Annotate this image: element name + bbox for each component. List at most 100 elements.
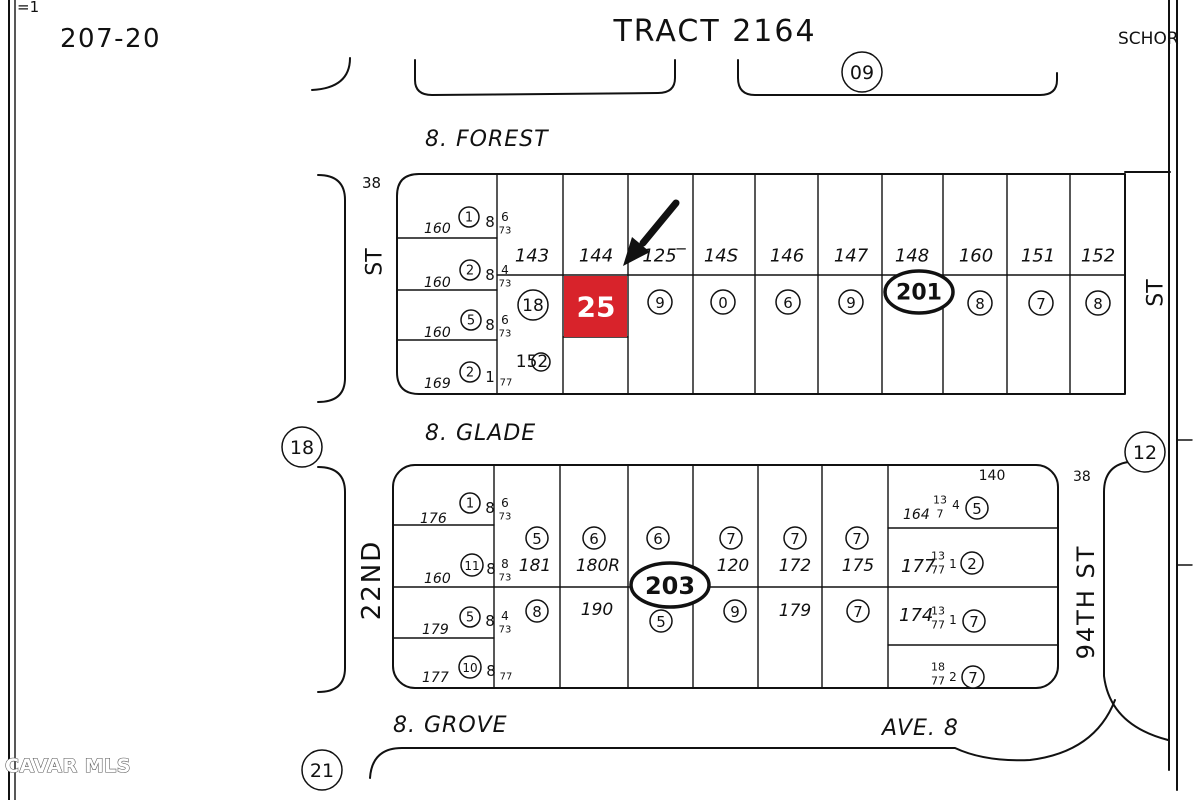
corner-distance: 38 — [362, 174, 381, 192]
lot-circle — [459, 361, 481, 383]
street-grove: 8. GROVE — [393, 713, 508, 738]
parcel-number: 143 — [515, 246, 549, 267]
lot-number: 8 — [1093, 295, 1103, 313]
lot-number: 5 — [466, 611, 474, 626]
lot-width: 160 — [424, 325, 451, 341]
block-oval — [629, 561, 711, 609]
parcel-number: 152 — [1081, 246, 1115, 267]
lot-number: 5 — [972, 500, 982, 518]
lot-circle — [458, 655, 482, 679]
lot-code: 4 — [952, 498, 960, 512]
lot-circle — [460, 553, 484, 577]
block-201-side-lots: 160 1 8 6 73 160 2 8 4 73 160 5 8 6 73 1… — [424, 206, 512, 392]
lot-fraction-top: 13 — [933, 494, 947, 507]
lot-circle — [775, 289, 801, 315]
lot-number: 6 — [589, 530, 599, 548]
lot-circle — [582, 526, 606, 550]
lot-width: 160 — [424, 571, 451, 587]
parcel-number: 144 — [579, 246, 613, 267]
road-curve-east — [1103, 461, 1169, 741]
arrow-pointer-icon — [623, 199, 680, 266]
lot-code: 8 — [485, 213, 495, 231]
lot-fraction-top: 13 — [931, 550, 945, 563]
block-203-lot-lines — [392, 464, 1059, 689]
lot-circle — [1085, 290, 1111, 316]
lot-number: 0 — [718, 294, 728, 312]
lot-circle — [525, 599, 549, 623]
street-glade: 8. GLADE — [425, 421, 536, 446]
lot-fraction-bottom: 73 — [499, 512, 512, 523]
block-203-outline — [392, 464, 1059, 689]
lot-number: 1 — [466, 497, 474, 512]
block-oval — [883, 269, 955, 315]
lot-number: 5 — [532, 530, 542, 548]
street-avenue: AVE. 8 — [880, 716, 959, 741]
lot-number: 9 — [655, 294, 665, 312]
parcel-number: 120 — [717, 556, 749, 576]
subject-parcel-highlight — [564, 276, 627, 337]
lot-code: 1 — [485, 368, 495, 386]
lot-fraction-top: 6 — [501, 496, 509, 510]
lot-circle — [646, 526, 670, 550]
lot-circle — [723, 599, 747, 623]
lot-width: 177 — [901, 556, 936, 577]
lot-fraction-top: 13 — [931, 605, 945, 618]
lot-circle — [783, 526, 807, 550]
parcel-number: 160 — [959, 246, 993, 267]
map-ref-left: 18 — [281, 426, 323, 468]
map-ref-circle — [1124, 431, 1166, 473]
lot-fraction-bottom: 73 — [499, 329, 512, 340]
lot-number: 7 — [790, 530, 800, 548]
lot-number: 6 — [783, 294, 793, 312]
lot-number: 9 — [846, 294, 856, 312]
lot-circle — [845, 526, 869, 550]
lot-code: 1 — [949, 557, 957, 571]
lot-code: 1 — [949, 613, 957, 627]
tract-bracket — [414, 59, 676, 96]
parcel-number: 125‾ — [642, 246, 686, 267]
lot-number: 7 — [1036, 295, 1046, 313]
block-203-side-lots: 176 1 8 6 73 160 11 8 8 73 179 5 8 4 73 … — [420, 492, 512, 686]
lot-number: 1 — [465, 211, 473, 226]
lot-number: 2 — [466, 366, 474, 381]
block-201-outline — [396, 173, 1126, 395]
mls-watermark: CAVAR MLS — [5, 755, 131, 777]
lot-fraction-bottom: 73 — [499, 573, 512, 584]
parcel-number: 140 — [979, 468, 1006, 484]
lot-circle — [459, 606, 481, 628]
lot-number: 7 — [853, 603, 863, 621]
lot-code: 8 — [486, 560, 496, 578]
parcel-number: 180R — [576, 556, 620, 576]
tract-bracket — [737, 59, 1058, 96]
lot-width: 179 — [422, 622, 449, 638]
parcel-number: 172 — [779, 556, 811, 576]
arrow-head — [623, 237, 650, 266]
lot-circle — [710, 289, 736, 315]
lot-code: 2 — [949, 670, 957, 684]
lot-fraction-bottom: 73 — [499, 279, 512, 290]
parcel-number: 14S — [704, 246, 738, 267]
tract-title: TRACT 2164 — [612, 14, 816, 49]
corner-mark: =1 — [17, 0, 39, 16]
lot-number: 5 — [467, 314, 475, 329]
road-line-grove — [369, 699, 1116, 779]
lot-circle — [960, 551, 984, 575]
lot-circle — [1028, 290, 1054, 316]
arrow-shaft — [639, 199, 680, 247]
lot-circle — [525, 526, 549, 550]
road-bracket-west — [317, 466, 346, 693]
lot-fraction-bottom: 73 — [499, 625, 512, 636]
block-number: 201 — [896, 281, 942, 306]
parcel-number: 181 — [519, 556, 551, 576]
lot-number: 7 — [969, 613, 979, 631]
lot-number: 6 — [653, 530, 663, 548]
lot-circle — [965, 496, 989, 520]
block-203-bottom-lots: 8 190 5 9 179 7 — [525, 599, 870, 633]
block-203-east-lots: 140 164 13 7 4 5 177 13 77 1 2 174 13 77… — [899, 468, 1006, 689]
lot-number: 5 — [656, 613, 666, 631]
map-ref-circle — [281, 426, 323, 468]
lot-code: 8 — [485, 316, 495, 334]
block-201-label: 201 — [883, 269, 955, 315]
lot-number: 7 — [726, 530, 736, 548]
lot-number: 7 — [968, 669, 978, 687]
